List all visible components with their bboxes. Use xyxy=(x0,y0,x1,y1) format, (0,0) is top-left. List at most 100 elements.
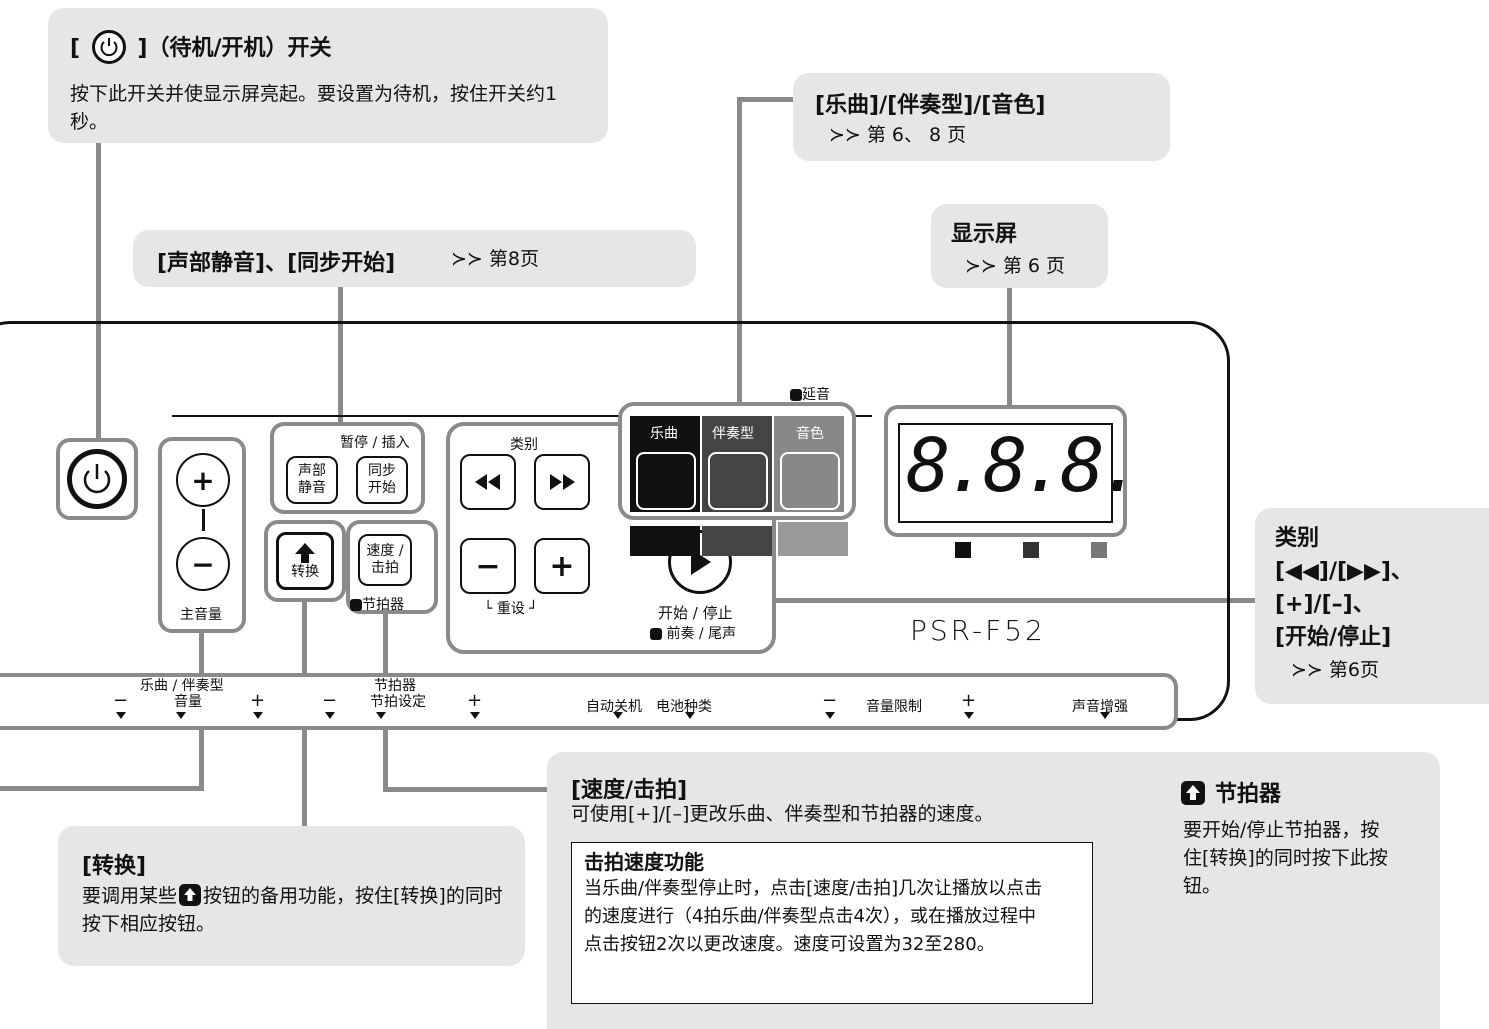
volume-down-button[interactable]: − xyxy=(176,537,230,591)
metronome-label: 节拍器 xyxy=(350,594,404,614)
mode-group: 乐曲 伴奏型 音色 xyxy=(618,402,856,520)
volume-connector-h xyxy=(0,786,204,791)
display-connector xyxy=(1007,288,1012,410)
voice-tab xyxy=(778,522,848,556)
shift-button[interactable]: 转换 xyxy=(276,532,334,590)
display-inner xyxy=(898,423,1113,523)
power-connector xyxy=(96,143,101,440)
display-screen: 8.8.8. xyxy=(884,405,1143,537)
part-mute-button[interactable]: 声部 静音 xyxy=(286,456,338,504)
volume-link xyxy=(202,509,205,531)
plus-button[interactable]: + xyxy=(534,538,590,594)
key-marker xyxy=(116,712,126,719)
bottom-strip xyxy=(0,673,1178,730)
style-button[interactable] xyxy=(708,452,768,510)
metronome-desc: 要开始/停止节拍器，按住[转换]的同时按下此按钮。 xyxy=(1183,819,1388,897)
display-ref: ≻≻ 第 6 页 xyxy=(965,255,1066,277)
volume-limit-label: 音量限制 xyxy=(866,699,922,715)
modes-connector-v xyxy=(737,97,742,409)
sync-start-button[interactable]: 同步 开始 xyxy=(356,456,408,504)
song-label: 乐曲 xyxy=(650,426,678,442)
reset-label: └ 重设 ┘ xyxy=(484,601,538,617)
power-icon xyxy=(91,30,126,64)
category-label: 类别 xyxy=(510,437,538,453)
key-marker xyxy=(325,712,335,719)
bottom-minus-2: − xyxy=(322,690,338,711)
key-marker xyxy=(470,712,480,719)
battery-label: 电池种类 xyxy=(656,699,712,715)
key-marker xyxy=(176,712,186,719)
category-prev-button[interactable] xyxy=(460,454,516,510)
metronome-title: 节拍器 xyxy=(1181,776,1281,808)
tempo-desc: 可使用[+]/[–]更改乐曲、伴奏型和节拍器的速度。 xyxy=(571,803,994,825)
intro-ending-label: 前奏 / 尾声 xyxy=(650,623,736,643)
tempo-title: [速度/击拍] xyxy=(571,778,688,803)
tempo-callout: [速度/击拍] 可使用[+]/[–]更改乐曲、伴奏型和节拍器的速度。 击拍速度功… xyxy=(547,752,1440,1029)
voice-label: 音色 xyxy=(796,426,824,442)
sustain-label: 延音 xyxy=(790,384,830,404)
shift-arrow-icon xyxy=(650,628,662,640)
mute-ref: ≻≻ 第8页 xyxy=(451,248,539,270)
master-volume-label: 主音量 xyxy=(180,607,222,623)
display-indicator-2 xyxy=(1023,542,1039,558)
mute-sync-group: 暂停 / 插入 声部 静音 同步 开始 xyxy=(270,422,425,514)
power-icon xyxy=(67,449,127,509)
auto-off-label: 自动关机 xyxy=(586,699,642,715)
tap-tempo-title: 击拍速度功能 xyxy=(584,850,704,874)
shift-title: [转换] xyxy=(82,854,147,879)
voice-button[interactable] xyxy=(780,452,840,510)
bottom-plus-1: + xyxy=(250,690,266,711)
tap-tempo-desc: 当乐曲/伴奏型停止时，点击[速度/击拍]几次让播放以点击的速度进行（4拍乐曲/伴… xyxy=(584,878,1043,955)
mute-callout: [声部静音]、[同步开始] ≻≻ 第8页 xyxy=(133,230,696,287)
key-marker xyxy=(1100,712,1110,719)
shift-arrow-icon xyxy=(1181,781,1205,805)
style-tab xyxy=(702,526,772,556)
modes-callout: [乐曲]/[伴奏型]/[音色] ≻≻ 第 6、 8 页 xyxy=(793,73,1170,161)
minus-button[interactable]: − xyxy=(460,538,516,594)
category-next-button[interactable] xyxy=(534,454,590,510)
power-button[interactable] xyxy=(56,438,138,520)
model-name: PSR-F52 xyxy=(910,614,1046,647)
power-title: [ ]（待机/开机）开关 xyxy=(70,30,332,66)
modes-connector-h xyxy=(737,97,793,102)
arrow-up-icon xyxy=(295,542,315,563)
display-indicator-1 xyxy=(955,542,971,558)
bottom-minus-3: − xyxy=(822,690,838,711)
shift-desc: 要调用某些按钮的备用功能，按住[转换]的同时按下相应按钮。 xyxy=(82,883,503,935)
key-marker xyxy=(376,712,386,719)
key-marker xyxy=(613,712,623,719)
volume-up-button[interactable]: + xyxy=(176,453,230,507)
shift-arrow-icon xyxy=(350,599,362,611)
pause-insert-label: 暂停 / 插入 xyxy=(340,435,410,451)
sound-boost-label: 声音增强 xyxy=(1072,699,1128,715)
modes-ref: ≻≻ 第 6、 8 页 xyxy=(829,124,967,146)
key-marker xyxy=(964,712,974,719)
tempo-connector-h xyxy=(383,787,547,792)
start-stop-label: 开始 / 停止 xyxy=(658,604,733,622)
key-marker xyxy=(825,712,835,719)
fast-forward-icon xyxy=(550,474,575,490)
shift-arrow-icon xyxy=(179,883,202,906)
tempo-group: 速度 / 击拍 节拍器 xyxy=(346,520,438,614)
tempo-tap-button[interactable]: 速度 / 击拍 xyxy=(358,534,412,586)
display-title: 显示屏 xyxy=(951,222,1018,247)
modes-title: [乐曲]/[伴奏型]/[音色] xyxy=(815,93,1046,118)
rewind-icon xyxy=(475,474,500,490)
display-callout: 显示屏 ≻≻ 第 6 页 xyxy=(931,204,1108,288)
song-button[interactable] xyxy=(636,452,696,510)
category-callout: 类别 [◀◀]/[▶▶]、 [+]/[–]、 [开始/停止] ≻≻ 第6页 xyxy=(1255,508,1489,704)
song-tab xyxy=(630,526,700,556)
mute-connector xyxy=(338,287,343,423)
key-marker xyxy=(253,712,263,719)
category-ref: ≻≻ 第6页 xyxy=(1291,659,1379,681)
shift-callout: [转换] 要调用某些按钮的备用功能，按住[转换]的同时按下相应按钮。 xyxy=(58,826,525,966)
shift-group: 转换 xyxy=(264,520,346,602)
panel-divider xyxy=(172,415,872,417)
key-marker xyxy=(685,712,695,719)
bottom-plus-3: + xyxy=(961,690,977,711)
bottom-minus-1: − xyxy=(113,690,129,711)
category-title: 类别 [◀◀]/[▶▶]、 [+]/[–]、 [开始/停止] xyxy=(1275,526,1413,650)
bottom-plus-2: + xyxy=(467,690,483,711)
metronome-beat-label: 节拍器 节拍设定 xyxy=(370,678,426,710)
song-style-volume-label: 乐曲 / 伴奏型 音量 xyxy=(140,678,224,710)
